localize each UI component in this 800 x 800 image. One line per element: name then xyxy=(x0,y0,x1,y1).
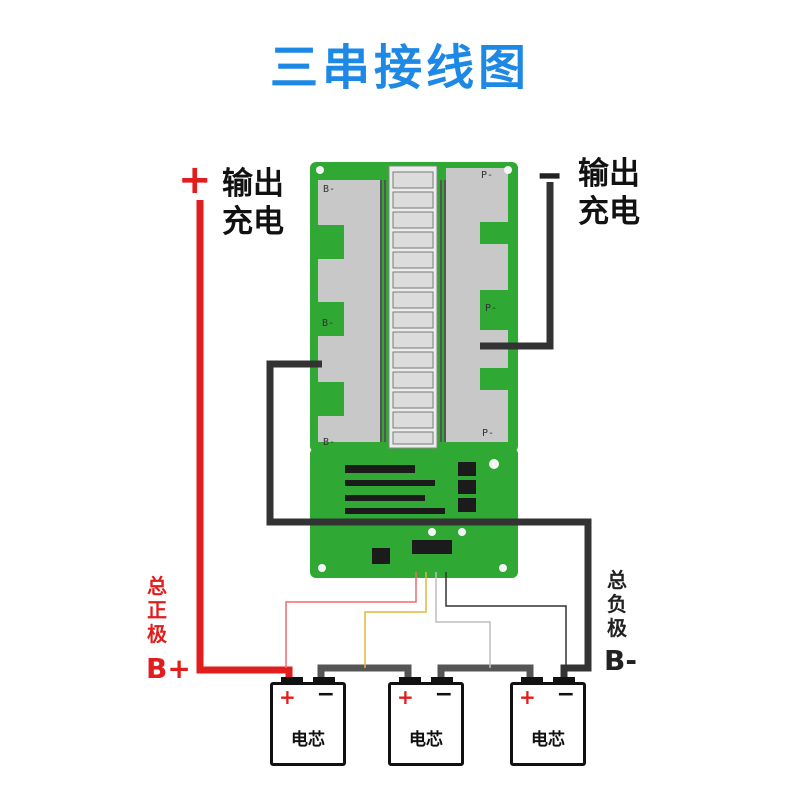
pcb-label-p-minus-bottom: P- xyxy=(482,428,494,439)
cell-positive-terminal: + xyxy=(519,685,536,709)
balance-lead-red xyxy=(285,572,417,668)
negative-output-wire xyxy=(480,182,554,350)
battery-cell-3: + − 电芯 xyxy=(510,677,586,766)
balance-lead-black xyxy=(445,572,567,668)
diagram-title: 三串接线图 xyxy=(269,40,530,96)
cell-negative-terminal: − xyxy=(434,682,453,707)
total-negative-label: 总负极 xyxy=(607,568,627,640)
cell-label: 电芯 xyxy=(409,730,443,750)
cell-label: 电芯 xyxy=(531,730,565,750)
positive-output-wire xyxy=(196,200,293,688)
output-positive-label-2: 充电 xyxy=(222,204,284,240)
pcb-board xyxy=(310,162,518,578)
output-negative-label-1: 输出 xyxy=(578,156,640,192)
total-negative-terminal: B- xyxy=(604,644,637,677)
cell-negative-terminal: − xyxy=(556,682,575,707)
total-positive-label: 总正极 xyxy=(147,574,167,646)
cell-label: 电芯 xyxy=(291,730,325,750)
output-positive-sign: + xyxy=(178,157,212,203)
battery-cell-2: + − 电芯 xyxy=(388,677,464,766)
pcb-label-b-minus-mid: B- xyxy=(322,318,334,329)
output-negative-sign: ━ xyxy=(540,157,560,195)
pcb-label-b-minus-top: B- xyxy=(323,184,335,195)
balance-lead-yellow xyxy=(364,572,427,668)
battery-cell-1: + − 电芯 xyxy=(270,677,346,766)
cell-positive-terminal: + xyxy=(397,685,414,709)
balance-lead-white xyxy=(435,572,491,668)
cell-positive-terminal: + xyxy=(279,685,296,709)
output-negative-label-2: 充电 xyxy=(578,194,640,230)
cell-negative-terminal: − xyxy=(316,682,335,707)
total-positive-terminal: B+ xyxy=(146,652,191,685)
pcb-label-b-minus-bottom: B- xyxy=(323,437,335,448)
pcb-label-p-minus-mid: P- xyxy=(485,303,497,314)
output-positive-label-1: 输出 xyxy=(222,166,284,202)
pcb-label-p-minus-top: P- xyxy=(481,170,493,181)
b-minus-wire xyxy=(266,360,592,688)
